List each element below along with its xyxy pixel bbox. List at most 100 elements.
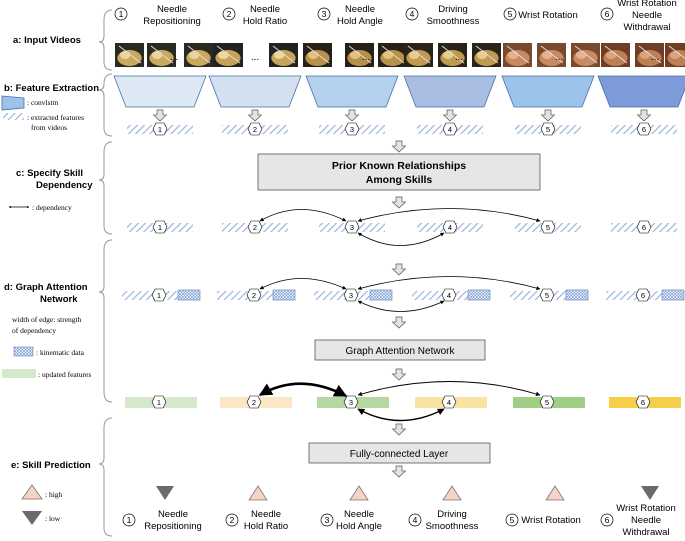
ellipsis: ...: [555, 52, 563, 63]
node-number: 3: [350, 223, 354, 232]
node-number: 1: [157, 291, 161, 300]
extracted-legend-text: : extracted features: [27, 113, 84, 122]
node-number-badge: [246, 288, 262, 302]
bracket-c: [98, 141, 113, 235]
node-number-badge: [344, 220, 360, 234]
bracket-e: [98, 417, 113, 537]
fc-layer-label: Fully-connected Layer: [350, 449, 449, 460]
extracted-legend-icon: [3, 113, 24, 120]
video-frame: [571, 43, 600, 67]
node-number: 1: [157, 398, 161, 407]
convlstm-blocks: [113, 75, 685, 108]
bracket-d: [98, 239, 113, 403]
skill-name-line: Withdrawal: [623, 527, 670, 538]
video-frame: [147, 43, 176, 67]
dependency-edge: [258, 382, 348, 398]
node-number-badge: [635, 288, 651, 302]
node-number-badge: [636, 220, 652, 234]
down-arrow: [247, 109, 263, 122]
node-number-badge: [539, 288, 555, 302]
skill-number: 6: [605, 9, 610, 19]
video-frame: [269, 43, 298, 67]
video-frame: [404, 43, 433, 67]
convlstm-legend-text: : convlstm: [27, 98, 59, 107]
section-d-label: d: Graph Attention: [4, 282, 88, 293]
skill-number: 1: [127, 515, 132, 525]
down-arrow: [391, 423, 407, 436]
input-video-frames: ..................: [115, 43, 685, 67]
prior-relationships-label: Prior Known Relationships: [332, 160, 466, 172]
skill-number-badge: [503, 7, 517, 21]
down-arrow: [391, 140, 407, 153]
node-number-badge: [246, 395, 262, 409]
skill-number: 4: [413, 515, 418, 525]
section-c-label: c: Specify Skill: [16, 168, 83, 179]
kinematic-feature: [661, 289, 685, 301]
skill-number: 3: [322, 9, 327, 19]
skill-name-line: Wrist Rotation: [518, 10, 577, 21]
section-a-label: a: Input Videos: [13, 35, 81, 46]
node-number: 6: [641, 291, 645, 300]
kinematic-feature: [565, 289, 589, 301]
video-frame: [213, 43, 243, 67]
convlstm-block: [208, 75, 302, 108]
skill-name-line: Wrist Rotation: [617, 0, 676, 9]
down-arrow: [442, 109, 458, 122]
updated-legend-icon: [2, 369, 36, 378]
node-number: 1: [158, 125, 162, 134]
skill-number-badge: [320, 513, 334, 527]
skill-number-badge: [405, 7, 419, 21]
node-number: 6: [642, 223, 646, 232]
video-frame: [537, 43, 566, 67]
video-frame: [601, 43, 630, 67]
convlstm-block: [403, 75, 497, 108]
skill-number: 4: [410, 9, 415, 19]
section-e-label: e: Skill Prediction: [11, 460, 91, 471]
down-arrow: [344, 109, 360, 122]
node-number-badge: [635, 395, 651, 409]
node-number-badge: [151, 288, 167, 302]
node-number-badge: [247, 220, 263, 234]
node-number-badge: [539, 395, 555, 409]
ellipsis: ...: [455, 52, 463, 63]
fc-layer-box: Fully-connected Layer: [308, 442, 491, 464]
skill-number-badge: [114, 7, 128, 21]
node-number: 1: [158, 223, 162, 232]
node-number: 6: [642, 125, 646, 134]
prediction-low-marker: [641, 486, 659, 500]
convlstm-block: [305, 75, 399, 108]
node-number-badge: [152, 220, 168, 234]
skill-name-line: Driving: [438, 4, 468, 15]
skill-name-line: Driving: [437, 509, 467, 520]
video-frame: [184, 43, 213, 67]
convlstm-block: [597, 75, 685, 108]
node-number-badge: [247, 122, 263, 136]
dependency-edge: [259, 278, 347, 290]
edge-width-legend-2: of dependency: [12, 326, 56, 335]
node-number-badge: [442, 122, 458, 136]
skill-name-line: Repositioning: [143, 16, 201, 27]
convlstm-block: [501, 75, 595, 108]
skill-name-line: Smoothness: [427, 16, 480, 27]
dependency-edge: [357, 381, 541, 397]
dependency-edge: [357, 208, 541, 222]
node-number: 3: [349, 291, 353, 300]
node-number-badge: [540, 122, 556, 136]
video-frame: [503, 43, 532, 67]
node-number-badge: [151, 395, 167, 409]
video-frame: [303, 43, 332, 67]
ellipsis: ...: [251, 52, 259, 63]
skill-number-badge: [317, 7, 331, 21]
skill-name-line: Needle: [250, 4, 280, 15]
convlstm-legend-icon: [1, 95, 25, 111]
skill-name-line: Hold Angle: [336, 521, 382, 532]
edge-width-legend: width of edge: strength: [12, 315, 82, 324]
prediction-low-marker: [156, 486, 174, 500]
skill-name-line: Repositioning: [144, 521, 202, 532]
down-arrow: [391, 316, 407, 329]
skill-number-badge: [600, 513, 614, 527]
skill-name-line: Needle: [157, 4, 187, 15]
